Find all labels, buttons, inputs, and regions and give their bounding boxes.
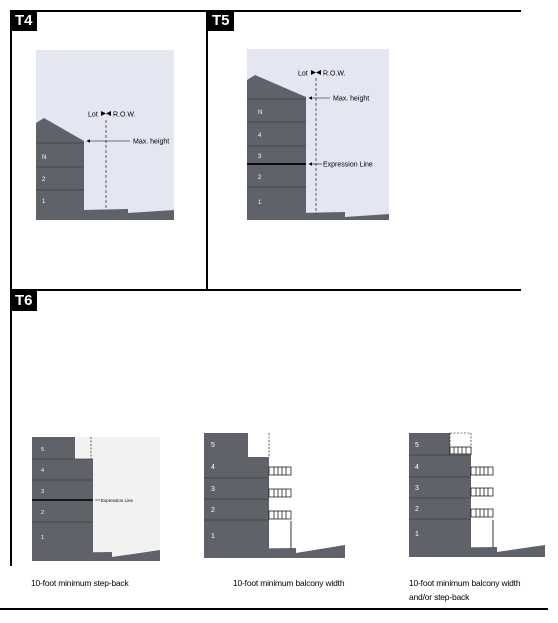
t6c-floor-1: 1 bbox=[415, 531, 419, 538]
t6c-ground bbox=[409, 545, 545, 557]
t5-expression-line-label: Expression Line bbox=[323, 162, 373, 169]
t6c-upper-block bbox=[409, 433, 450, 455]
t6b-diagram: 5 4 3 2 1 bbox=[204, 433, 345, 558]
bottom-rule bbox=[0, 608, 548, 610]
t6a-diagram: Expression Line 5 4 3 2 1 bbox=[32, 437, 160, 561]
t6b-floor-5: 5 bbox=[211, 442, 215, 449]
t6-top-rule bbox=[10, 289, 521, 291]
t6b-recess bbox=[269, 521, 291, 549]
panel-tag-t5: T5 bbox=[208, 11, 234, 31]
caption-step-back: 10-foot minimum step-back bbox=[31, 578, 129, 588]
t5-row-arrow-icon bbox=[316, 70, 321, 75]
t5-building bbox=[247, 75, 306, 214]
t5-ground bbox=[247, 212, 389, 220]
t6b-floor-2: 2 bbox=[211, 507, 215, 514]
t6a-expression-line-label: Expression Line bbox=[101, 498, 134, 503]
t6a-lower-block bbox=[32, 459, 93, 553]
t6c-floor-4: 4 bbox=[415, 464, 419, 471]
t6c-diagram: 5 4 3 2 1 bbox=[409, 432, 545, 557]
t4-lot-arrow-icon bbox=[101, 111, 106, 116]
t6b-lower-block bbox=[204, 457, 269, 549]
caption-balcony-or-stepback-line2: and/or step-back bbox=[409, 592, 470, 602]
t5-floor-2: 2 bbox=[258, 175, 262, 181]
t5-lot-arrow-icon bbox=[311, 70, 316, 75]
t4-row-arrow-icon bbox=[106, 111, 111, 116]
t4-ground bbox=[36, 209, 174, 220]
t4-lot-label: Lot bbox=[88, 112, 98, 119]
caption-balcony-or-stepback-line1: 10-foot minimum balcony width bbox=[409, 578, 521, 588]
t6c-floor-2: 2 bbox=[415, 506, 419, 513]
caption-balcony: 10-foot minimum balcony width bbox=[233, 578, 345, 588]
t6c-lower-block bbox=[409, 455, 471, 548]
t6b-balcony-railings bbox=[268, 466, 292, 520]
panel-tag-t6: T6 bbox=[11, 291, 37, 311]
t6a-floor-1: 1 bbox=[41, 535, 44, 541]
t6a-floor-5: 5 bbox=[41, 447, 44, 453]
t6b-upper-block bbox=[204, 433, 248, 457]
t4-t5-divider bbox=[206, 10, 208, 291]
t4-max-height-label: Max. height bbox=[133, 139, 169, 146]
panel-tag-t4: T4 bbox=[11, 11, 37, 31]
t6c-floor-5: 5 bbox=[415, 442, 419, 449]
t6b-floor-3: 3 bbox=[211, 486, 215, 493]
t6c-floor-3: 3 bbox=[415, 485, 419, 492]
t6a-ground bbox=[32, 550, 160, 561]
t6b-floor-4: 4 bbox=[211, 464, 215, 471]
t6a-floor-2: 2 bbox=[41, 510, 44, 516]
t6c-top-railing bbox=[449, 446, 472, 455]
t4-diagram: Lot R.O.W. Max. height N 2 1 bbox=[36, 50, 174, 220]
t6c-balcony-railings bbox=[470, 466, 494, 518]
t5-floor-n: N bbox=[258, 110, 262, 116]
t6a-upper-block bbox=[32, 437, 75, 459]
t6b-floor-1: 1 bbox=[211, 533, 215, 540]
t6a-floor-3: 3 bbox=[41, 489, 44, 495]
t5-max-height-label: Max. height bbox=[333, 96, 369, 103]
t6b-ground bbox=[204, 545, 345, 558]
left-border-rule bbox=[10, 10, 12, 566]
t4-row-label: R.O.W. bbox=[113, 112, 136, 119]
t4-floor-2: 2 bbox=[42, 177, 46, 183]
t5-lot-label: Lot bbox=[298, 71, 308, 78]
top-border-rule bbox=[10, 10, 521, 12]
t6a-floor-4: 4 bbox=[41, 468, 44, 474]
t5-floor-1: 1 bbox=[258, 200, 262, 206]
t5-row-label: R.O.W. bbox=[323, 71, 346, 78]
t4-floor-1: 1 bbox=[42, 199, 46, 205]
t4-floor-n: N bbox=[42, 155, 46, 161]
t4-building bbox=[36, 118, 84, 211]
t5-floor-4: 4 bbox=[258, 133, 262, 139]
t6c-recess bbox=[471, 520, 493, 548]
t5-diagram: Lot R.O.W. Max. height Expression Line N… bbox=[247, 49, 389, 220]
t5-floor-3: 3 bbox=[258, 154, 262, 160]
